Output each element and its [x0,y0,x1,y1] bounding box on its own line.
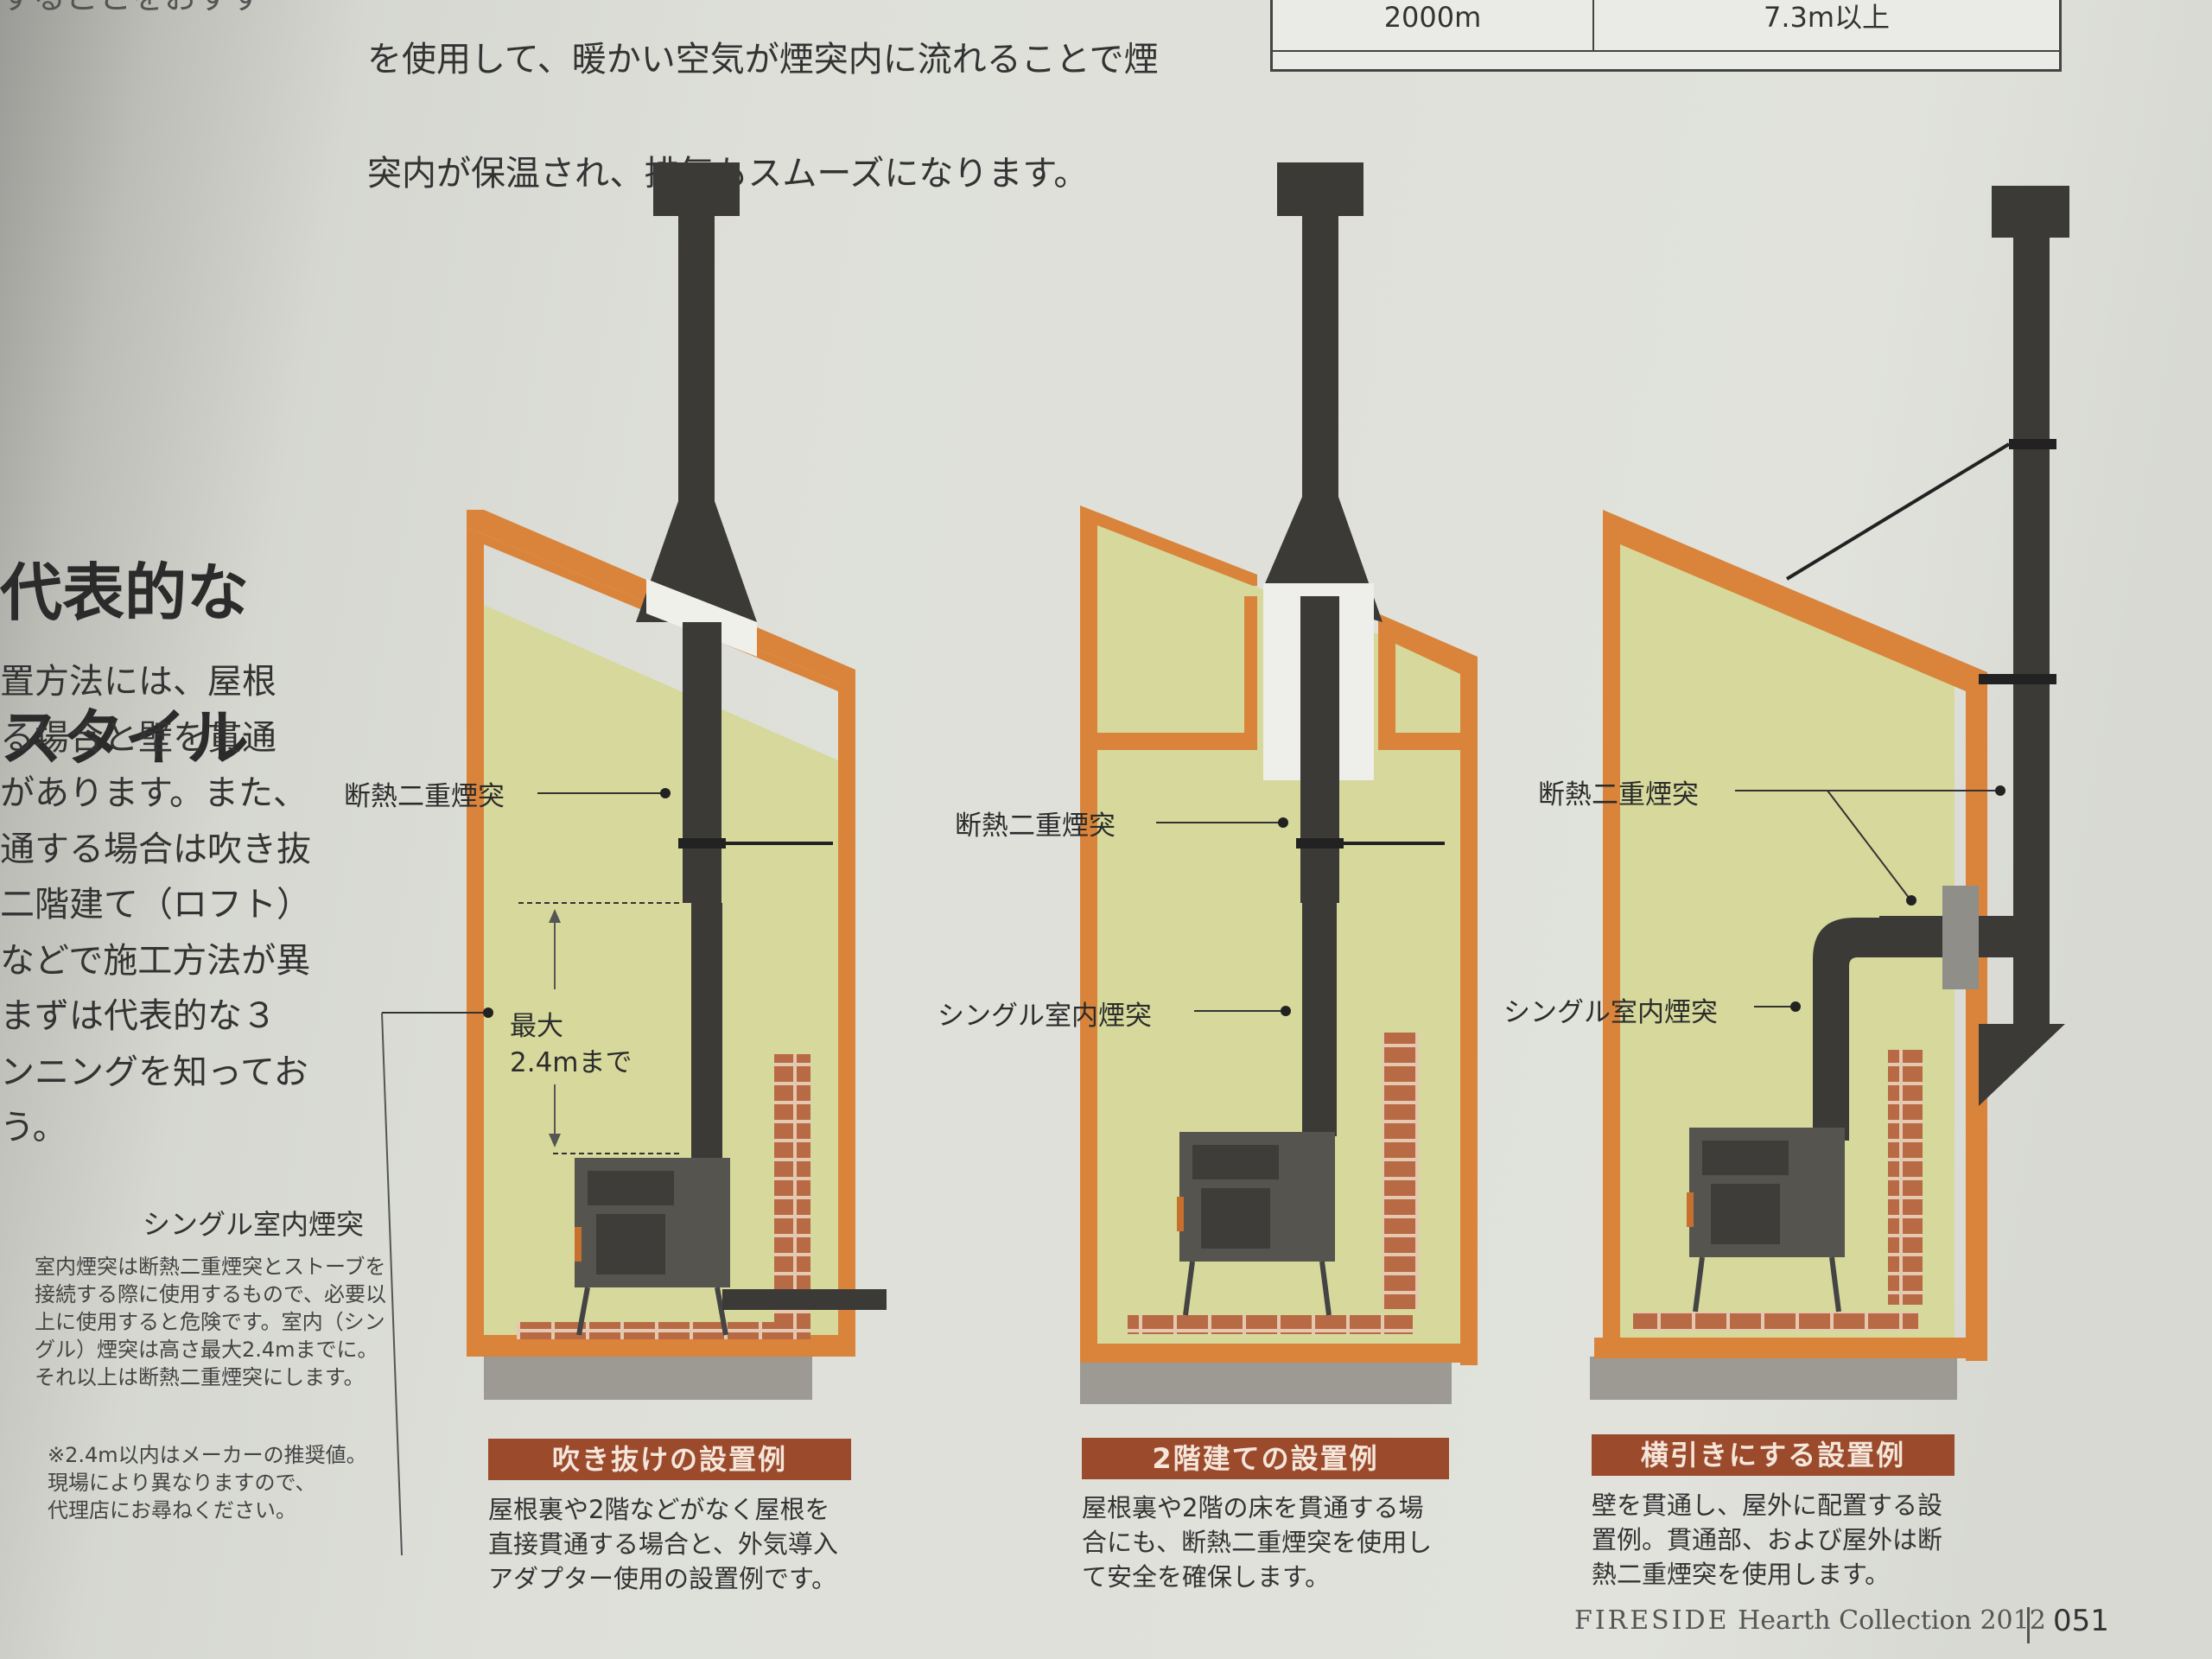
section-title-line-2: スタイル [0,702,250,774]
note-aside: ※2.4m以内はメーカーの推奨値。 現場により異なりますので、 代理店にお尋ねく… [48,1443,367,1522]
footer-divider [2027,1607,2030,1643]
diagram-horizontal [1590,186,2069,1400]
floor [1594,1338,1987,1358]
brick-wall [1382,1033,1419,1309]
table-bottom-rule [1273,50,2059,52]
outside-air-duct [722,1289,887,1310]
section-title-line-1: 代表的な [0,556,250,629]
chimney-single-elbow [1813,918,1884,1141]
wall-bracket [1296,838,1344,849]
note-title: シングル室内煙突 [143,1208,365,1241]
brick-wall [1888,1050,1923,1305]
wall-bracket [678,838,726,849]
ground-slab [1080,1361,1452,1404]
top-cut-text: することをおすす [0,0,263,18]
second-floor-left [1097,733,1257,750]
footer-brand: FIRESIDE [1574,1605,1730,1636]
chimney-single [691,903,722,1162]
desc-horizontal: 壁を貫通し、屋外に配置する設 置例。貫通部、および屋外は断 熱二重煙突を使用しま… [1592,1491,1943,1589]
floor [1080,1344,1478,1363]
caption-horizontal: 横引きにする設置例 [1592,1434,1955,1476]
section-body-text: 置方法には、屋根 る場合と壁を貫通 があります。また、 通する場合は吹き抜 二階… [0,662,311,1147]
section-title: 代表的な スタイル [0,484,249,847]
chimney-single [1302,903,1337,1136]
desc-two-story: 屋根裏や2階の床を貫通する場 合にも、断熱二重煙突を使用し て安全を確保します。 [1082,1493,1433,1592]
label-insulated-chimney-2: 断熱二重煙突 [955,810,1116,842]
diagram-atrium [381,162,887,1556]
hearth-bricks [1128,1315,1413,1334]
ground-slab [1590,1357,1957,1400]
footer-collection: Hearth Collection 2012 [1738,1605,2046,1636]
label-max-height-2: 2.4mまで [510,1047,632,1078]
chimney-cap [653,162,740,216]
chimney-cap [1992,186,2069,238]
wall-thimble [1942,886,1979,989]
caption-two-story: 2階建ての設置例 [1082,1438,1449,1479]
page-number: 051 [2053,1604,2109,1638]
table-cell-altitude: 2000m [1383,1,1482,34]
footer-credit: FIRESIDE Hearth Collection 2012 [1574,1605,2046,1636]
wall-bracket [1979,674,2056,684]
roof-penetration [646,579,757,657]
brick-wall [774,1054,810,1331]
chimney-insulated-upper [678,216,715,501]
chimney-exterior [2013,238,2050,1033]
chimney-insulated-upper [1302,216,1338,497]
hearth-bricks [517,1322,810,1339]
chimney-insulated-lower [1300,596,1339,903]
label-max-height-1: 最大 [510,1011,563,1042]
chimney-cap [1277,162,1363,216]
intro-line-1: を使用して、暖かい空気が煙突内に流れることで煙 [367,40,1159,79]
support-bracket [1979,1024,2065,1106]
roof-and-right-wall [1378,613,1478,1365]
label-single-chimney-3: シングル室内煙突 [1503,997,1718,1028]
caption-atrium: 吹き抜けの設置例 [488,1439,851,1480]
chimney-insulated-lower [683,622,721,903]
desc-atrium: 屋根裏や2階などがなく屋根を 直接貫通する場合と、外気導入 アダプター使用の設置… [488,1495,838,1593]
second-floor-right [1378,733,1478,750]
label-insulated-chimney-1: 断熱二重煙突 [344,781,505,812]
table-divider [1592,0,1594,52]
roof-brace [1785,442,2011,581]
label-insulated-chimney-3: 断熱二重煙突 [1538,779,1699,810]
table-cell-height: 7.3m以上 [1763,1,1891,34]
note-body: 室内煙突は断熱二重煙突とストーブを接続する際に使用するもので、必要以上に使用する… [35,1255,387,1389]
interior-fill [484,605,838,1335]
diagram-two-story [1080,162,1478,1404]
hearth-bricks [1633,1312,1918,1331]
altitude-table: 2000m 7.3m以上 [1270,0,2062,72]
label-single-chimney-2: シングル室内煙突 [938,1001,1152,1032]
